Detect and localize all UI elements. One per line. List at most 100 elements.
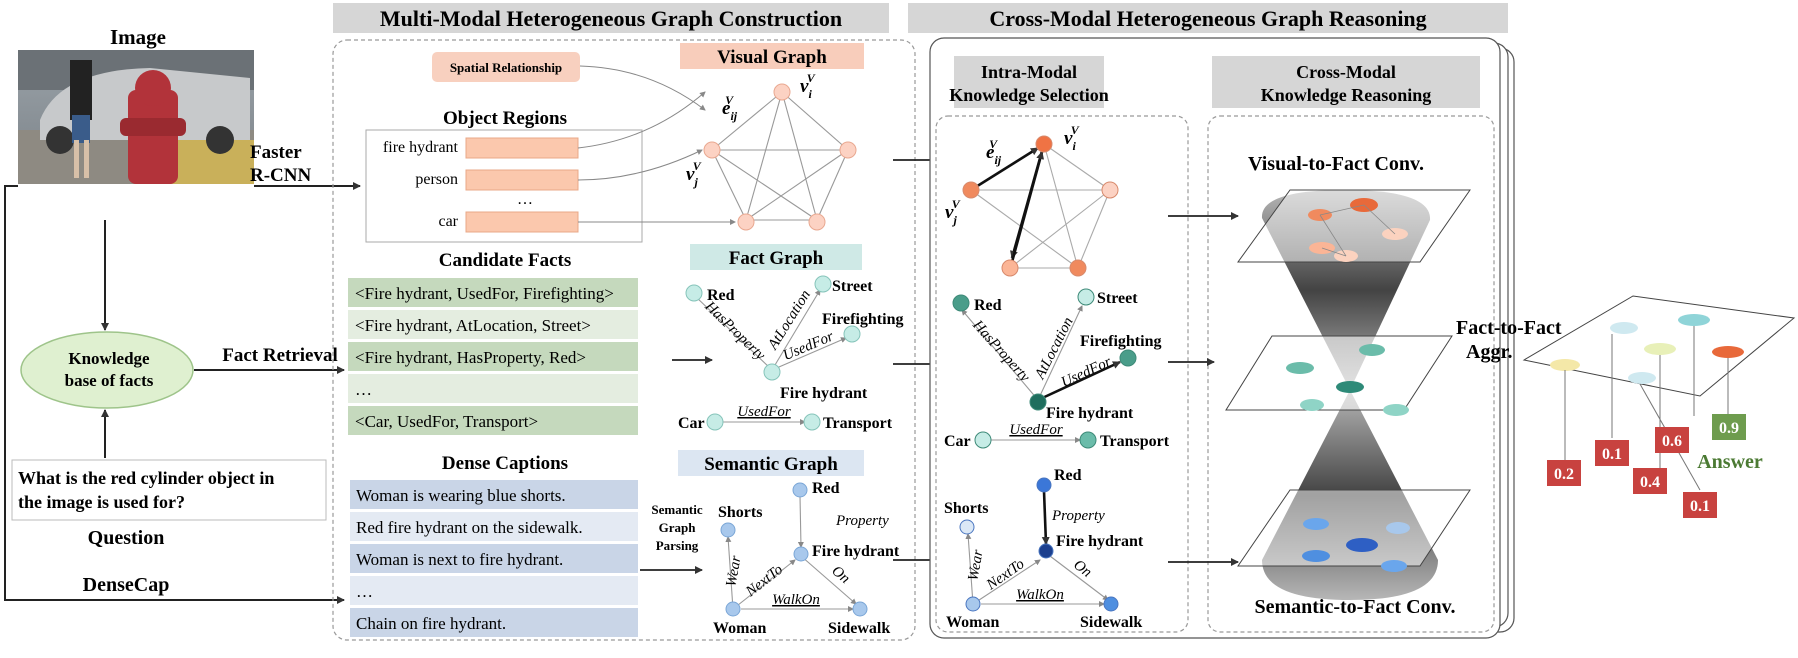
score-box-2 [1595,440,1629,466]
score-text-answer: 0.9 [1719,420,1739,437]
parsing-label-3: Parsing [656,538,699,553]
score-text-2: 0.1 [1602,446,1622,463]
caption-row-4 [350,576,638,605]
intra-node-label-vi: viV [1064,123,1080,153]
visual-graph-edges [711,91,849,221]
intra-sem-edge-wear: Wear [965,548,986,582]
visual-graph-title: Visual Graph [717,47,827,68]
score-text-3: 0.6 [1662,433,1682,450]
intra-visual-edges [970,143,1111,269]
fact-node-hydrant: Fire hydrant [780,385,868,402]
fact-node-transport: Transport [823,415,893,432]
fact-text-2: <Fire hydrant, AtLocation, Street> [355,316,591,335]
intra-fact-node-red: Red [974,297,1002,314]
fact-edge-hasproperty: HasProperty [701,298,768,364]
region-feature-hydrant [465,137,579,159]
visual-to-fact-label: Visual-to-Fact Conv. [1248,153,1424,175]
edge-label-eij: eijV [722,93,738,123]
candidate-facts-title: Candidate Facts [439,250,571,271]
intra-semantic-edges [965,533,1109,607]
semantic-graph-nodes [720,482,868,617]
cross-fact-nodes [1286,344,1409,416]
node-label-vi: viV [800,71,816,101]
fact-row-2 [348,310,638,339]
fact-graph-nodes [685,275,861,431]
score-text-5: 0.1 [1690,498,1710,515]
question-line-2: the image is used for? [18,492,185,512]
fact-to-fact-label-1: Fact-to-Fact [1456,317,1562,339]
intra-sem-node-sidewalk: Sidewalk [1080,614,1142,631]
score-box-answer [1712,414,1746,440]
intra-fact-edges [961,305,1083,443]
spatial-arrow [579,65,706,111]
caption-row-3 [350,544,638,573]
intra-title-2: Knowledge Selection [949,85,1109,105]
intra-sem-node-red: Red [1054,467,1082,484]
sem-node-shorts: Shorts [718,504,762,521]
intra-title-bg [954,56,1104,108]
score-box-4 [1633,468,1667,494]
caption-row-2 [350,512,638,541]
fact-to-fact-label-2: Aggr. [1466,341,1512,363]
semantic-graph-title-bg [678,450,864,476]
question-box [11,459,327,521]
region-label-person: person [415,171,458,188]
region-label-car: car [438,213,458,230]
fact-text-3: <Fire hydrant, HasProperty, Red> [355,348,586,367]
kb-label-2: base of facts [65,371,154,390]
intra-node-label-vj: vjV [945,197,961,227]
fact-graph-title: Fact Graph [729,248,824,269]
fact-text-5: <Car, UsedFor, Transport> [355,412,538,431]
answer-nodes [1550,314,1744,384]
intra-panel [935,115,1189,633]
caption-text-4: … [356,582,373,601]
semantic-plane [1237,489,1471,567]
fact-graph-edges [693,289,847,425]
intra-sem-node-hydrant: Fire hydrant [1056,533,1144,550]
score-text-4: 0.4 [1640,474,1660,491]
semantic-to-fact-label: Semantic-to-Fact Conv. [1254,596,1455,618]
question-label: Question [88,527,165,549]
fact-text-1: <Fire hydrant, UsedFor, Firefighting> [355,284,614,303]
reasoning-title: Cross-Modal Heterogeneous Graph Reasonin… [989,6,1426,31]
intra-title-1: Intra-Modal [981,62,1077,82]
construction-header-bg [333,3,889,33]
cross-title-1: Cross-Modal [1296,62,1396,82]
sem-node-woman: Woman [713,620,766,637]
cross-title-bg [1212,56,1480,108]
fact-row-4 [348,374,638,403]
answer-label: Answer [1697,451,1763,473]
image-label: Image [110,25,166,49]
score-box-5 [1683,492,1717,518]
intra-semantic-selected-edge [1041,490,1050,545]
fact-node-red: Red [707,287,735,304]
intra-sem-node-shorts: Shorts [944,500,988,517]
intra-sem-edge-property: Property [1051,508,1105,524]
spatial-relationship-box [432,52,580,82]
fact-row-1 [348,278,638,307]
fact-node-car: Car [678,415,705,432]
parsing-label-1: Semantic [651,502,703,517]
score-box-1 [1547,460,1581,486]
construction-title: Multi-Modal Heterogeneous Graph Construc… [380,6,842,31]
fact-row-3 [348,342,638,371]
region-ellipsis: … [517,191,533,208]
score-box-3 [1655,427,1689,453]
visual-graph-nodes [703,83,857,231]
spatial-label: Spatial Relationship [450,60,562,75]
region-feature-person [465,169,579,191]
intra-semantic-nodes [959,477,1119,612]
faster-rcnn-label-2: R-CNN [250,165,311,186]
visual-plane [1237,189,1471,263]
caption-text-3: Woman is next to fire hydrant. [356,550,563,569]
dense-captions-title: Dense Captions [442,453,568,474]
kb-label-1: Knowledge [68,349,150,368]
fact-edge-car-usedfor: UsedFor [737,404,790,420]
fact-node-firefighting: Firefighting [822,311,903,328]
region-feature-car [465,211,579,233]
intra-fact-selected-edge [1037,360,1121,402]
intra-sem-edge-walkon: WalkOn [1016,587,1064,603]
caption-text-2: Red fire hydrant on the sidewalk. [356,518,583,537]
parsing-label-2: Graph [659,520,697,535]
faster-rcnn-label-1: Faster [250,142,302,163]
